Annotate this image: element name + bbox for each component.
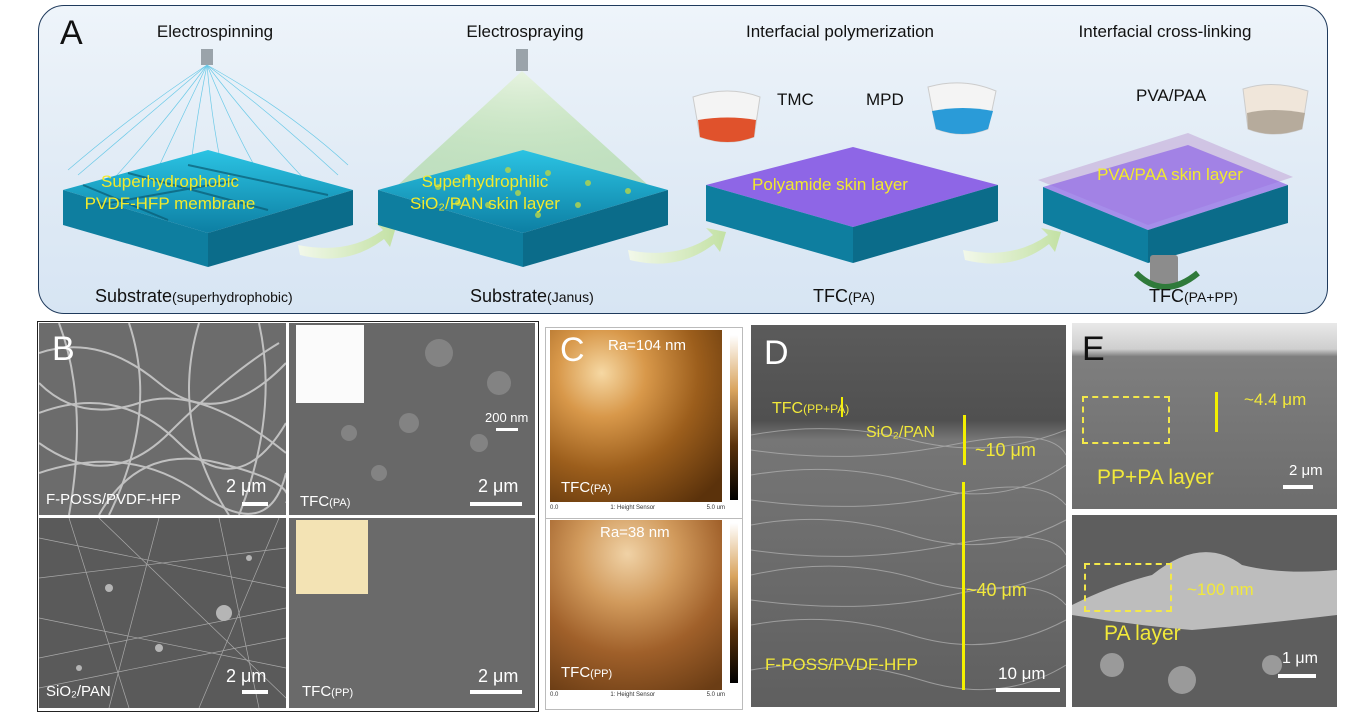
scale-label-tr: 2 μm: [478, 476, 519, 496]
membrane-side-1b: [208, 190, 353, 267]
reagent-mpd: MPD: [866, 90, 904, 109]
scale-label-e-bottom: 1 μm: [1282, 650, 1318, 667]
panel-a-illustration: [63, 49, 1309, 290]
membrane-top-1: [63, 150, 353, 233]
label-pp-pa-layer: PP+PA layer: [1097, 466, 1214, 489]
zoom-box-top: [1082, 396, 1170, 444]
scale-label-bl: 2 μm: [226, 666, 267, 686]
scale-label-e-top: 2 μm: [1289, 462, 1323, 479]
thickness-arrow-4-4um: [1215, 392, 1218, 432]
thickness-arrow-10um: [963, 415, 966, 465]
afm-tfc-pa: [550, 330, 722, 502]
thickness-arrow-40um: [962, 482, 965, 690]
label-sio2-pan: SiO₂/PAN: [46, 683, 111, 700]
cross-section-fibers: [751, 428, 1066, 691]
label-fposs-pvdf-d: F-POSS/PVDF-HFP: [765, 655, 919, 674]
sem-fpos-pvdf: [39, 323, 286, 515]
thickness-arrow-tfc: [841, 397, 843, 417]
scale-bar-tl: [242, 502, 268, 506]
panel-e-letter: E: [1082, 330, 1105, 368]
tmc-beaker: [692, 90, 761, 143]
afm-colorbar-top: [730, 335, 738, 500]
label-superhydrophilic: Superhydrophilic: [421, 172, 549, 191]
nozzle-icon-1: [201, 49, 213, 65]
panel-b-letter: B: [52, 330, 75, 368]
ra-bottom: Ra=38 nm: [600, 524, 670, 541]
arrow-3: [963, 228, 1061, 264]
polyamide-layer: [706, 147, 998, 227]
scale-label-tl: 2 μm: [226, 476, 267, 496]
label-tfc-pp: TFC(PP): [302, 683, 354, 700]
label-superhydrophobic: Superhydrophobic: [101, 172, 239, 191]
afm-colorbar-bottom: [730, 523, 738, 683]
scale-bar-e-bottom: [1278, 674, 1316, 678]
scale-label-br: 2 μm: [478, 666, 519, 686]
label-tfc-pp-pa: TFC(PP+PA): [772, 400, 850, 417]
caption-substrate-superhydrophobic: Substrate(superhydrophobic): [95, 286, 293, 306]
scale-bar-200nm: [496, 428, 518, 431]
label-fposs-pvdf: F-POSS/PVDF-HFP: [46, 491, 182, 508]
sem-sio2-pan: [39, 518, 286, 708]
label-pva-paa-skin: PVA/PAA skin layer: [1097, 165, 1243, 184]
caption-tfc-pa: TFC(PA): [813, 286, 875, 306]
label-polyamide-skin: Polyamide skin layer: [752, 175, 908, 194]
scale-bar-d: [996, 688, 1060, 692]
label-tfc-pa: TFC(PA): [300, 493, 351, 510]
label-pa-layer: PA layer: [1104, 622, 1181, 645]
afm-label-tfc-pa: TFC(PA): [561, 479, 612, 496]
afm-tfc-pp: [550, 520, 722, 690]
step-title-electrospinning: Electrospinning: [156, 22, 274, 41]
reagent-tmc: TMC: [777, 90, 814, 109]
label-sio2-pan-d: SiO₂/PAN: [866, 424, 936, 441]
scale-label-200nm: 200 nm: [485, 410, 529, 425]
spray-cone: [398, 71, 648, 185]
pa-nodules: [341, 339, 511, 481]
reagent-pva-paa: PVA/PAA: [1136, 86, 1207, 105]
panel-c-letter: C: [560, 331, 585, 369]
zoom-box-bottom: [1084, 563, 1172, 612]
step-title-interfacial-cross-linking: Interfacial cross-linking: [1078, 22, 1252, 41]
tfc-pp-photo: [296, 520, 368, 594]
mpd-beaker: [927, 82, 997, 135]
heater-icon: [1133, 255, 1200, 290]
label-100nm: ~100 nm: [1187, 580, 1254, 599]
label-4-4um: ~4.4 μm: [1244, 390, 1307, 409]
nanofiber-network: [39, 518, 286, 708]
pva-beaker: [1242, 83, 1309, 135]
arrow-2: [628, 228, 726, 264]
caption-tfc-pa-pp: TFC(PA+PP): [1149, 286, 1238, 306]
particles: [435, 167, 631, 218]
scale-bar-bl: [242, 690, 268, 694]
tfc-pa-photo: [296, 325, 364, 403]
afm-label-tfc-pp: TFC(PP): [561, 664, 613, 681]
ra-top: Ra=104 nm: [608, 337, 686, 354]
panel-d-letter: D: [764, 334, 789, 372]
nozzle-icon-2: [516, 49, 528, 71]
label-40um: ~40 μm: [966, 580, 1027, 600]
scale-label-d: 10 μm: [998, 664, 1046, 683]
step-title-interfacial-polymerization: Interfacial polymerization: [745, 22, 935, 41]
scale-bar-e-top: [1283, 485, 1313, 489]
label-10um: ~10 μm: [975, 440, 1036, 460]
fiber-network: [39, 323, 286, 515]
panel-a-letter: A: [60, 14, 83, 52]
sem-pp-pa-layer: [1072, 323, 1337, 509]
membrane-side-1a: [63, 190, 208, 267]
label-pvdf-membrane: PVDF-HFP membrane: [84, 194, 256, 213]
scale-bar-br: [470, 690, 522, 694]
step-title-electrospraying: Electrospraying: [466, 22, 584, 41]
membrane-top-2: [378, 150, 668, 233]
scale-bar-tr: [470, 502, 522, 506]
sem-cross-section: [751, 325, 1066, 707]
label-sio2-pan-skin: SiO₂/PAN skin layer: [410, 194, 560, 213]
caption-substrate-janus: Substrate(Janus): [470, 286, 594, 306]
arrow-1: [298, 223, 396, 259]
